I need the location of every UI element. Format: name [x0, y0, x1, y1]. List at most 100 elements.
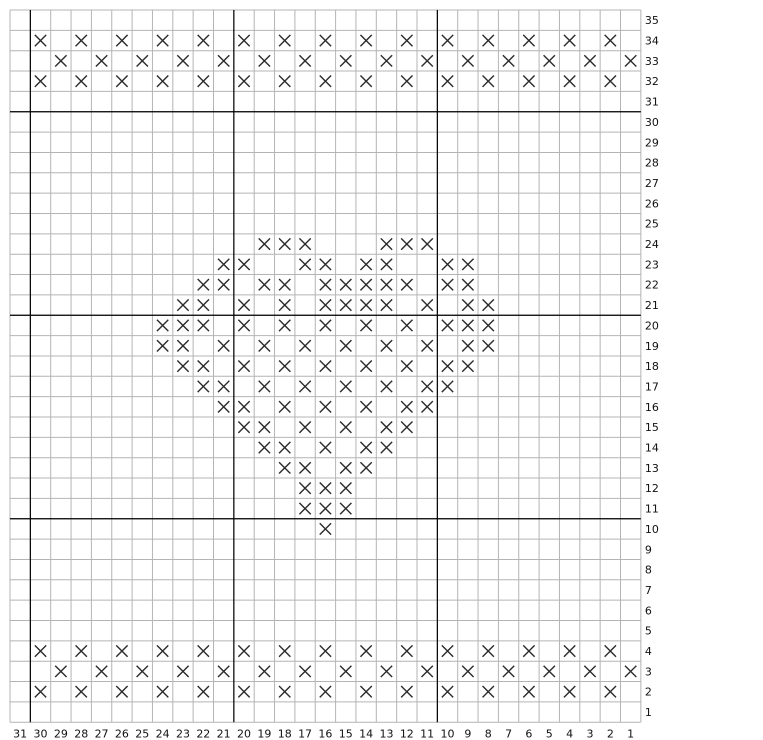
row-label: 33 — [645, 55, 659, 68]
stitch-mark — [35, 645, 46, 656]
column-label: 26 — [115, 727, 129, 740]
stitch-mark — [116, 686, 127, 697]
stitch-mark — [177, 320, 188, 331]
stitch-mark — [157, 35, 168, 46]
row-label: 1 — [645, 706, 652, 719]
stitch-mark — [401, 238, 412, 249]
stitch-mark — [299, 422, 310, 433]
stitch-mark — [564, 35, 575, 46]
stitch-mark — [259, 381, 270, 392]
stitch-mark — [503, 55, 514, 66]
stitch-mark — [238, 259, 249, 270]
stitch-mark — [238, 320, 249, 331]
stitch-mark — [76, 686, 87, 697]
stitch-mark — [360, 360, 371, 371]
stitch-mark — [360, 35, 371, 46]
stitch-mark — [320, 76, 331, 87]
stitch-mark — [564, 686, 575, 697]
stitch-mark — [177, 55, 188, 66]
row-label: 31 — [645, 96, 659, 109]
stitch-mark — [299, 462, 310, 473]
stitch-mark — [462, 299, 473, 310]
stitch-mark — [442, 381, 453, 392]
stitch-mark — [259, 279, 270, 290]
row-label: 22 — [645, 279, 659, 292]
row-label: 26 — [645, 197, 659, 210]
stitch-mark — [401, 279, 412, 290]
row-label: 19 — [645, 340, 659, 353]
stitch-mark — [218, 340, 229, 351]
stitch-mark — [177, 360, 188, 371]
column-label: 3 — [586, 727, 593, 740]
stitch-mark — [442, 360, 453, 371]
column-label: 4 — [566, 727, 573, 740]
stitch-mark — [340, 503, 351, 514]
stitch-mark — [401, 401, 412, 412]
stitch-mark — [279, 360, 290, 371]
stitch-mark — [299, 238, 310, 249]
column-label: 18 — [278, 727, 292, 740]
stitch-mark — [442, 35, 453, 46]
stitch-mark — [137, 55, 148, 66]
column-label: 27 — [95, 727, 109, 740]
stitch-mark — [76, 645, 87, 656]
stitch-mark — [483, 686, 494, 697]
column-label: 14 — [359, 727, 373, 740]
stitch-mark — [483, 340, 494, 351]
stitch-mark — [198, 76, 209, 87]
stitch-mark — [157, 76, 168, 87]
row-label: 21 — [645, 299, 659, 312]
stitch-mark — [360, 320, 371, 331]
stitch-mark — [279, 299, 290, 310]
stitch-mark — [320, 299, 331, 310]
column-label: 30 — [34, 727, 48, 740]
column-label: 25 — [135, 727, 149, 740]
row-label: 16 — [645, 401, 659, 414]
column-label: 2 — [607, 727, 614, 740]
stitch-mark — [320, 483, 331, 494]
column-label: 17 — [298, 727, 312, 740]
stitch-mark — [462, 279, 473, 290]
row-label: 27 — [645, 177, 659, 190]
stitch-mark — [320, 442, 331, 453]
row-label: 17 — [645, 380, 659, 393]
stitch-mark — [625, 55, 636, 66]
stitch-mark — [401, 76, 412, 87]
stitch-mark — [523, 686, 534, 697]
stitch-mark — [340, 55, 351, 66]
stitch-mark — [238, 299, 249, 310]
stitch-mark — [605, 35, 616, 46]
row-label: 34 — [645, 35, 659, 48]
stitch-mark — [381, 422, 392, 433]
row-label: 24 — [645, 238, 659, 251]
stitch-mark — [584, 666, 595, 677]
stitch-mark — [360, 76, 371, 87]
stitch-mark — [360, 279, 371, 290]
row-label: 14 — [645, 442, 659, 455]
stitch-mark — [259, 422, 270, 433]
stitch-mark — [96, 666, 107, 677]
stitch-mark — [238, 645, 249, 656]
stitch-mark — [137, 666, 148, 677]
stitch-mark — [503, 666, 514, 677]
stitch-mark — [320, 279, 331, 290]
row-label: 23 — [645, 258, 659, 271]
stitch-mark — [381, 279, 392, 290]
column-labels: 3130292827262524232221201918171615141312… — [13, 727, 634, 740]
stitch-mark — [116, 76, 127, 87]
stitch-mark — [218, 55, 229, 66]
stitch-mark — [198, 645, 209, 656]
stitch-mark — [157, 340, 168, 351]
stitch-mark — [360, 462, 371, 473]
stitch-mark — [340, 483, 351, 494]
stitch-mark — [218, 401, 229, 412]
stitch-mark — [422, 401, 433, 412]
stitch-mark — [218, 666, 229, 677]
stitch-mark — [605, 645, 616, 656]
row-label: 10 — [645, 523, 659, 536]
column-label: 9 — [464, 727, 471, 740]
stitch-mark — [381, 238, 392, 249]
stitch-mark — [360, 686, 371, 697]
stitch-mark — [422, 55, 433, 66]
stitch-mark — [177, 340, 188, 351]
